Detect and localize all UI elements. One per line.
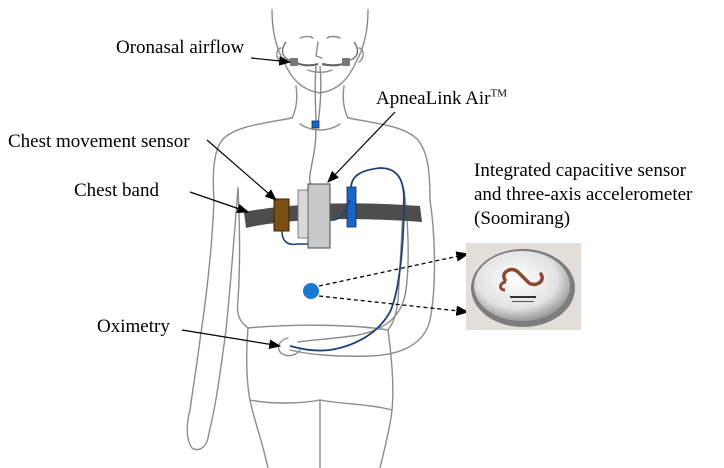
label-apnealink-air: ApneaLink AirTM bbox=[376, 88, 507, 110]
soomirang-sensor-photo bbox=[466, 243, 581, 330]
label-oximetry: Oximetry bbox=[97, 316, 170, 337]
chest-movement-sensor bbox=[273, 198, 290, 232]
cannula-connector bbox=[311, 120, 320, 129]
arrow-chest-band bbox=[189, 191, 250, 214]
label-integrated-sensor-line3: (Soomirang) bbox=[474, 208, 571, 229]
human-figure-outline bbox=[186, 9, 436, 468]
label-apnealink-name: ApneaLink Air bbox=[376, 88, 491, 109]
label-oronasal-airflow: Oronasal airflow bbox=[116, 37, 245, 58]
dashed-arrow-bottom bbox=[318, 295, 470, 316]
chest-sensor-cable bbox=[281, 230, 312, 246]
chest-band bbox=[244, 203, 422, 228]
arrow-oronasal bbox=[250, 56, 292, 66]
label-apnealink-trademark: TM bbox=[490, 87, 508, 100]
arrow-chest-sensor bbox=[206, 139, 277, 201]
apnealink-side bbox=[297, 189, 309, 239]
arrow-apnealink bbox=[327, 111, 396, 183]
oronasal-cannula bbox=[281, 41, 359, 125]
arrow-oximetry bbox=[181, 329, 282, 349]
oximetry-cable bbox=[289, 167, 405, 352]
dashed-arrow-top bbox=[318, 251, 470, 287]
oximetry-connector bbox=[346, 186, 357, 228]
label-chest-band: Chest band bbox=[74, 180, 159, 201]
label-integrated-sensor-line2: and three-axis accelerometer bbox=[474, 184, 693, 205]
apnealink-device bbox=[307, 183, 331, 249]
cannula-tube bbox=[308, 127, 319, 189]
soomirang-placement-dot bbox=[303, 283, 319, 299]
label-chest-movement-sensor: Chest movement sensor bbox=[8, 131, 190, 152]
label-integrated-sensor-line1: Integrated capacitive sensor bbox=[474, 160, 687, 181]
device-to-connector-cable bbox=[329, 199, 351, 221]
